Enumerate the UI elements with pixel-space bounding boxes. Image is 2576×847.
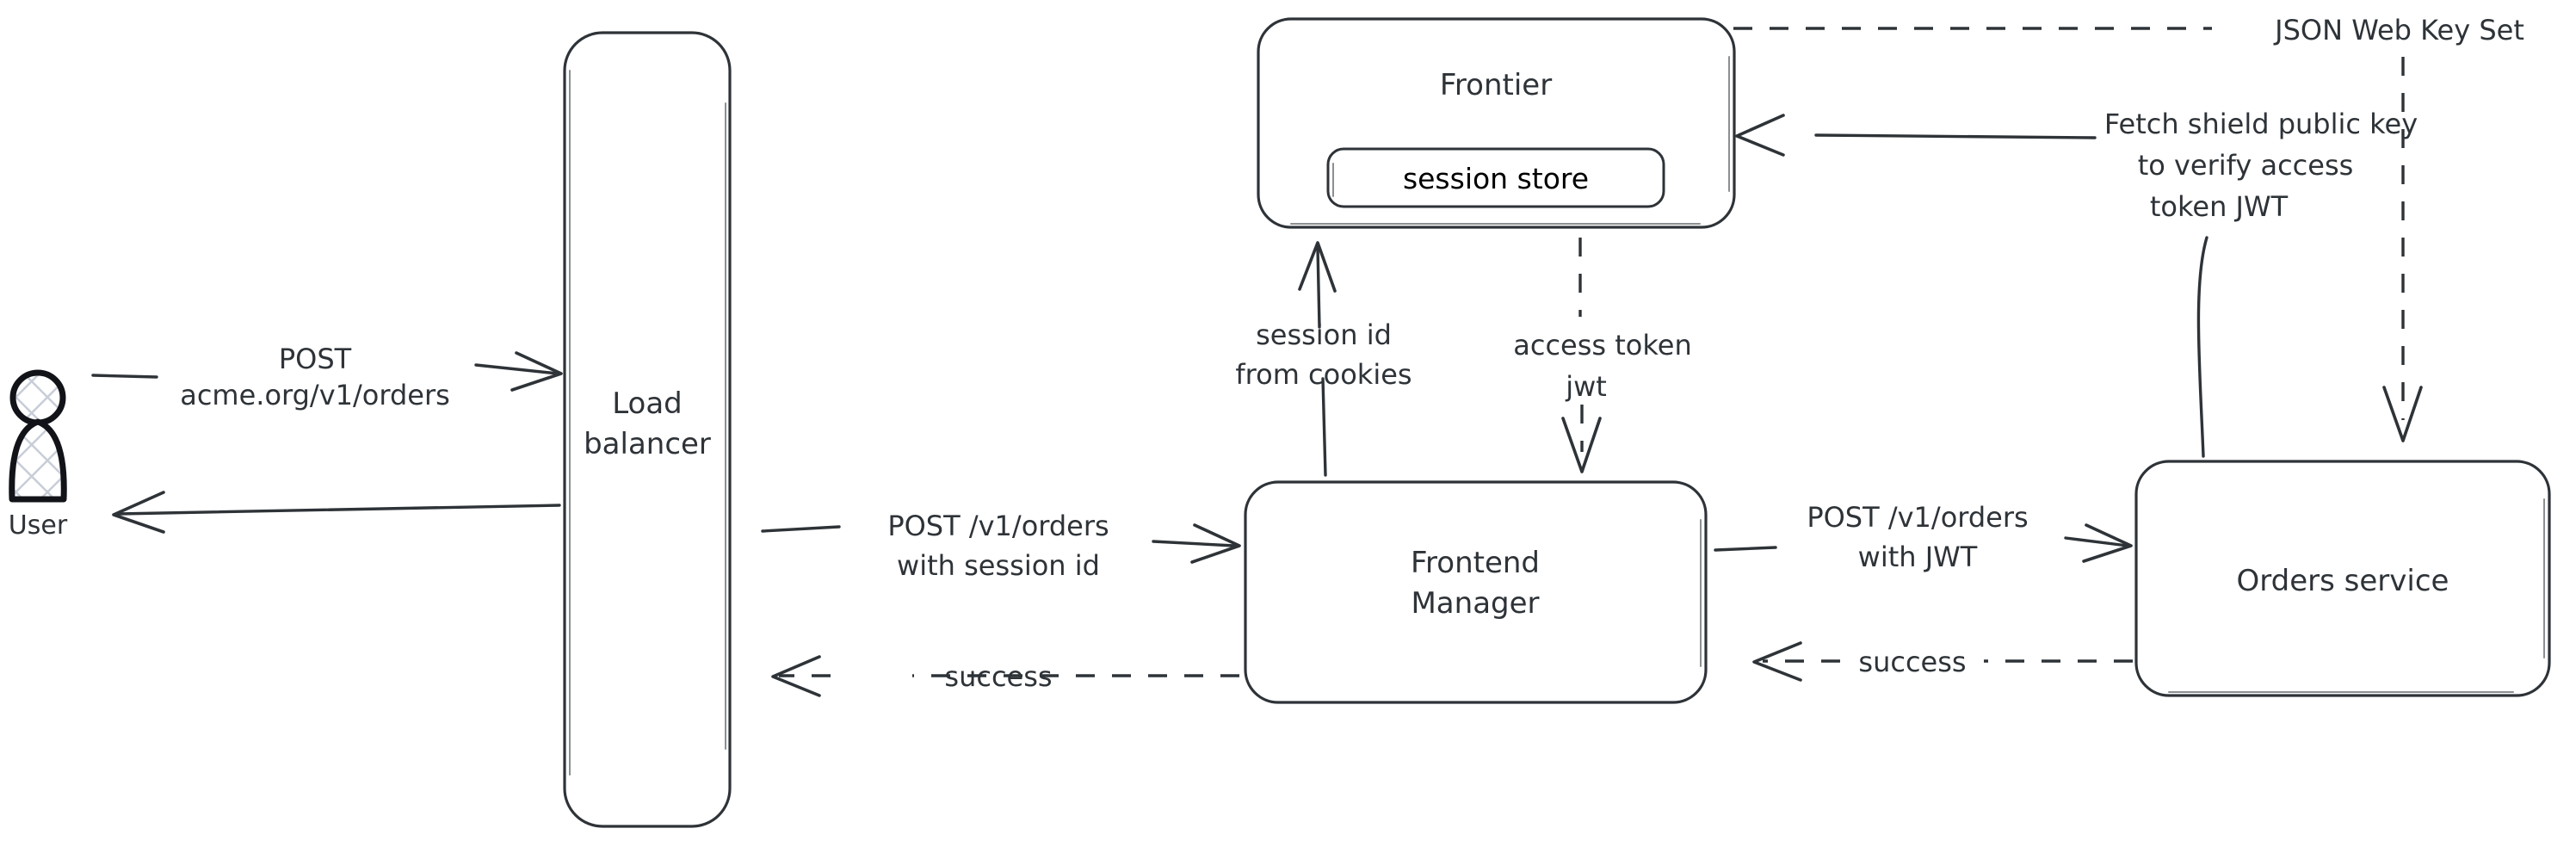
edge-label-orders-to-fm-success: success bbox=[1858, 646, 1966, 678]
node-frontend-manager[interactable]: Frontend Manager bbox=[1244, 480, 1708, 704]
edge-label-frontier-to-fm-line2: jwt bbox=[1565, 370, 1607, 403]
user-icon bbox=[9, 369, 67, 503]
frontier-label: Frontier bbox=[1440, 68, 1552, 102]
load-balancer-label-line1: Load bbox=[612, 386, 683, 421]
edge-orders-service-to-frontier: Fetch shield public key to verify access… bbox=[1735, 108, 2418, 458]
user-label: User bbox=[9, 510, 68, 541]
edge-label-fm-to-orders-line2: with JWT bbox=[1858, 541, 1978, 573]
orders-service-label: Orders service bbox=[2237, 564, 2449, 598]
edge-label-user-to-lb-line2: acme.org/v1/orders bbox=[180, 379, 450, 411]
edge-frontier-to-orders-service: JSON Web Key Set bbox=[1733, 14, 2524, 442]
edge-label-jwks: JSON Web Key Set bbox=[2273, 14, 2524, 46]
node-user[interactable]: User bbox=[9, 369, 68, 541]
frontend-manager-label-line2: Manager bbox=[1411, 586, 1539, 621]
edge-label-orders-to-frontier-line1: Fetch shield public key bbox=[2104, 108, 2418, 140]
node-session-store[interactable]: session store bbox=[1326, 147, 1665, 208]
edge-frontend-manager-to-frontier: session id from cookies bbox=[1235, 241, 1412, 477]
edge-label-fm-to-frontier-line1: session id bbox=[1256, 318, 1392, 351]
edge-frontier-to-frontend-manager: access token jwt bbox=[1513, 238, 1692, 473]
node-load-balancer[interactable]: Load balancer bbox=[563, 31, 732, 828]
edge-label-lb-to-fm-line1: POST /v1/orders bbox=[887, 510, 1109, 542]
edge-label-frontier-to-fm-line1: access token bbox=[1513, 329, 1691, 362]
edge-user-to-load-balancer: POST acme.org/v1/orders bbox=[91, 343, 563, 411]
edge-label-user-to-lb-line1: POST bbox=[279, 343, 352, 375]
node-frontier[interactable]: Frontier session store bbox=[1257, 17, 1736, 229]
edge-load-balancer-to-frontend-manager: POST /v1/orders with session id bbox=[761, 510, 1241, 582]
edge-label-fm-to-frontier-line2: from cookies bbox=[1235, 358, 1412, 391]
edge-label-fm-to-lb-success: success bbox=[944, 660, 1052, 693]
load-balancer-label-line2: balancer bbox=[584, 427, 711, 461]
edge-orders-service-to-frontend-manager: success bbox=[1752, 641, 2133, 682]
edge-label-orders-to-frontier-line3: token JWT bbox=[2150, 190, 2289, 223]
session-store-label: session store bbox=[1403, 162, 1589, 195]
edge-label-lb-to-fm-line2: with session id bbox=[897, 549, 1100, 582]
edge-label-fm-to-orders-line1: POST /v1/orders bbox=[1807, 501, 2028, 534]
edge-label-orders-to-frontier-line2: to verify access bbox=[2138, 149, 2354, 182]
edge-load-balancer-to-user bbox=[112, 491, 561, 534]
edge-frontend-manager-to-orders-service: POST /v1/orders with JWT bbox=[1714, 501, 2133, 573]
frontend-manager-label-line1: Frontend bbox=[1411, 546, 1540, 580]
edge-frontend-manager-to-load-balancer: success bbox=[771, 655, 1239, 697]
node-orders-service[interactable]: Orders service bbox=[2134, 460, 2551, 697]
